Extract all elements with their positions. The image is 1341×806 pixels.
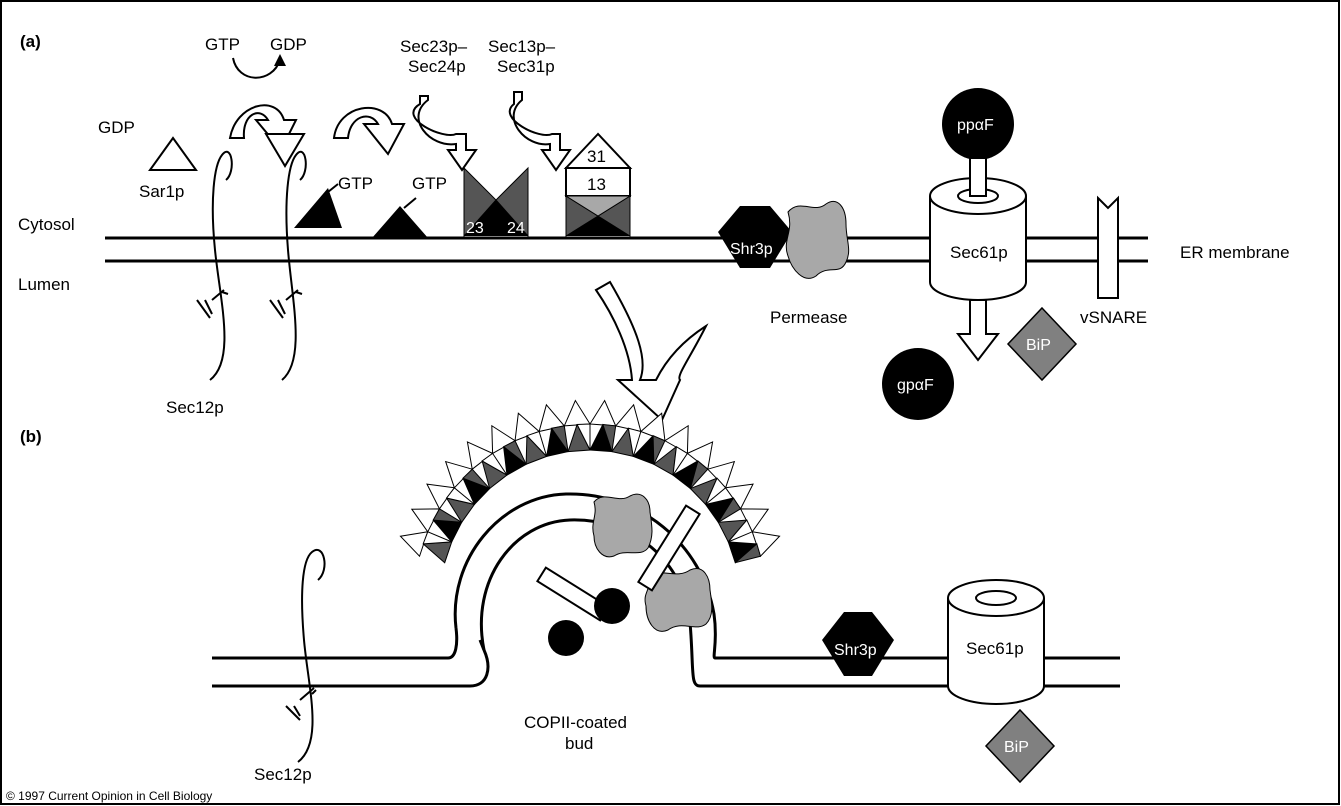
- bip-label-a: BiP: [1026, 337, 1051, 354]
- bip-label-b: BiP: [1004, 739, 1029, 756]
- sec61p-label-a: Sec61p: [950, 243, 1008, 262]
- gtp-bound-label-1: GTP: [338, 174, 373, 193]
- copii-bud-label-line2: bud: [565, 734, 593, 753]
- copii-bud-label-line1: COPII-coated: [524, 713, 627, 732]
- sec23-subunit-label: 23: [466, 220, 484, 237]
- sec13-31-label-line1: Sec13p–: [488, 37, 556, 56]
- permease-label: Permease: [770, 308, 847, 327]
- vsnare-shape: [1098, 198, 1118, 298]
- sec13-31-label-line2: Sec31p: [497, 57, 555, 76]
- cytosol-label: Cytosol: [18, 215, 75, 234]
- panel-a-label: (a): [20, 32, 41, 51]
- gdp-left-label: GDP: [98, 118, 135, 137]
- gp-alpha-f-label: gpαF: [897, 377, 934, 394]
- sec61p-label-b: Sec61p: [966, 639, 1024, 658]
- sec12p-label-b: Sec12p: [254, 765, 312, 784]
- sec24-subunit-label: 24: [507, 220, 525, 237]
- gtp-bound-label-2: GTP: [412, 174, 447, 193]
- lumen-label: Lumen: [18, 275, 70, 294]
- sec13-subunit-label: 13: [587, 175, 606, 194]
- shr3p-label-b: Shr3p: [834, 642, 877, 659]
- er-membrane-label: ER membrane: [1180, 243, 1290, 262]
- panel-b-label: (b): [20, 427, 42, 446]
- pp-alpha-f-label: ppαF: [957, 117, 994, 134]
- sec12p-label-a: Sec12p: [166, 398, 224, 417]
- permease-shape-a: [786, 201, 848, 278]
- sar1p-label: Sar1p: [139, 182, 184, 201]
- gtp-top-label: GTP: [205, 35, 240, 54]
- cargo-ball-2: [594, 588, 630, 624]
- sec31-subunit-label: 31: [587, 147, 606, 166]
- shr3p-label-a: Shr3p: [730, 241, 773, 258]
- sec23-24-label-line2: Sec24p: [408, 57, 466, 76]
- vsnare-label: vSNARE: [1080, 308, 1147, 327]
- gdp-top-label: GDP: [270, 35, 307, 54]
- permease-shape-bud-top: [593, 494, 652, 557]
- copyright-notice: © 1997 Current Opinion in Cell Biology: [6, 789, 212, 803]
- sec23-24-label-line1: Sec23p–: [400, 37, 468, 56]
- cargo-ball-1: [548, 620, 584, 656]
